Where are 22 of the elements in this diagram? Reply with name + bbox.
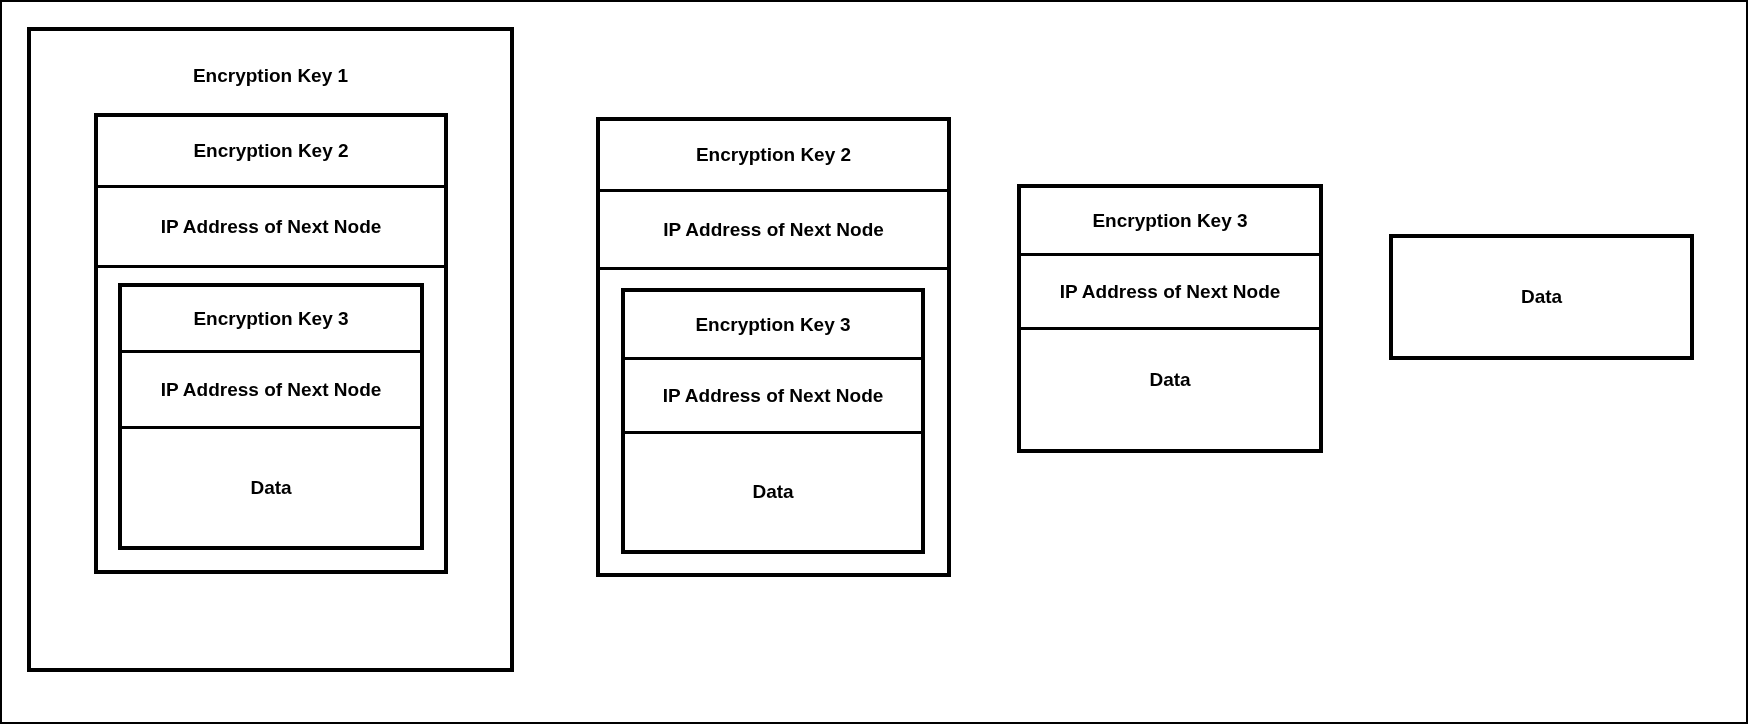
layer-label: Data — [250, 476, 292, 499]
layer-label: IP Address of Next Node — [662, 384, 884, 407]
layer-label: Encryption Key 2 — [695, 144, 852, 166]
layer-label: Encryption Key 2 — [193, 140, 349, 162]
layer-label: IP Address of Next Node — [663, 218, 884, 241]
layer-label: Data — [1149, 369, 1191, 391]
layer-box — [118, 283, 424, 550]
layer-label: Encryption Key 3 — [193, 307, 349, 330]
layer-label: Data — [1520, 286, 1563, 308]
layer-label: Encryption Key 1 — [192, 65, 349, 87]
layer-box — [596, 117, 951, 577]
layer-label: Encryption Key 3 — [1092, 209, 1248, 232]
layer-box — [1389, 234, 1694, 360]
layer-box — [94, 113, 448, 574]
layer-label: IP Address of Next Node — [160, 378, 382, 401]
layer-label: IP Address of Next Node — [160, 215, 382, 238]
layer-box — [27, 27, 514, 672]
layer-label: IP Address of Next Node — [1059, 280, 1281, 303]
layer-box — [621, 288, 925, 554]
layer-box — [1017, 184, 1323, 453]
layer-label: Data — [752, 481, 794, 503]
layer-label: Encryption Key 3 — [695, 313, 851, 336]
